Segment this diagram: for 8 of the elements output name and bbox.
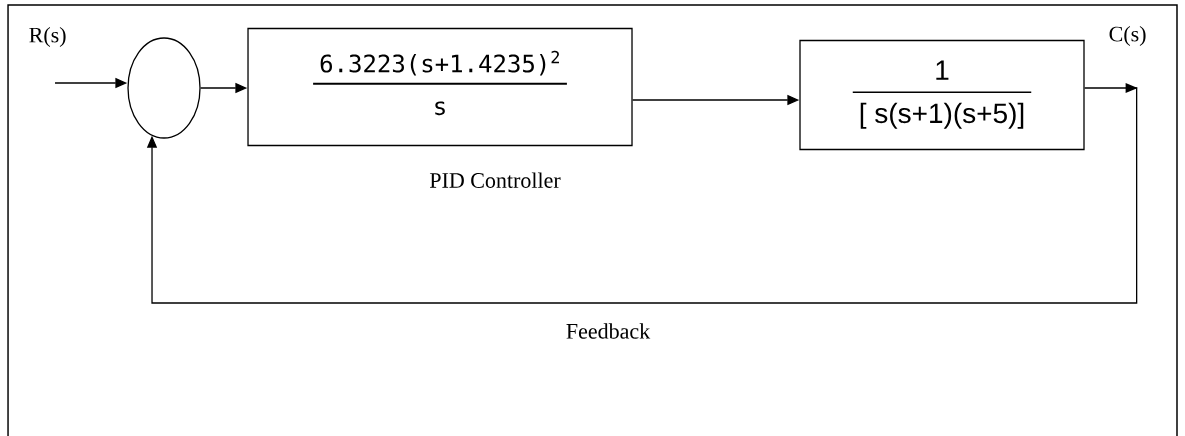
edge-label: Feedback (564, 322, 652, 340)
feedback-arrow (146, 83, 1138, 304)
node-label: PID Controller (429, 172, 561, 188)
transfer-function-box: 6.3223(s+1.4235)$^{2}$ s (247, 27, 633, 147)
summing-junction (127, 37, 201, 139)
transfer-function-box: 1 [ s(s+1)(s+5)] (799, 39, 1085, 151)
signal-label: C(s) (1109, 26, 1146, 46)
signal-label: R(s) (29, 27, 66, 47)
